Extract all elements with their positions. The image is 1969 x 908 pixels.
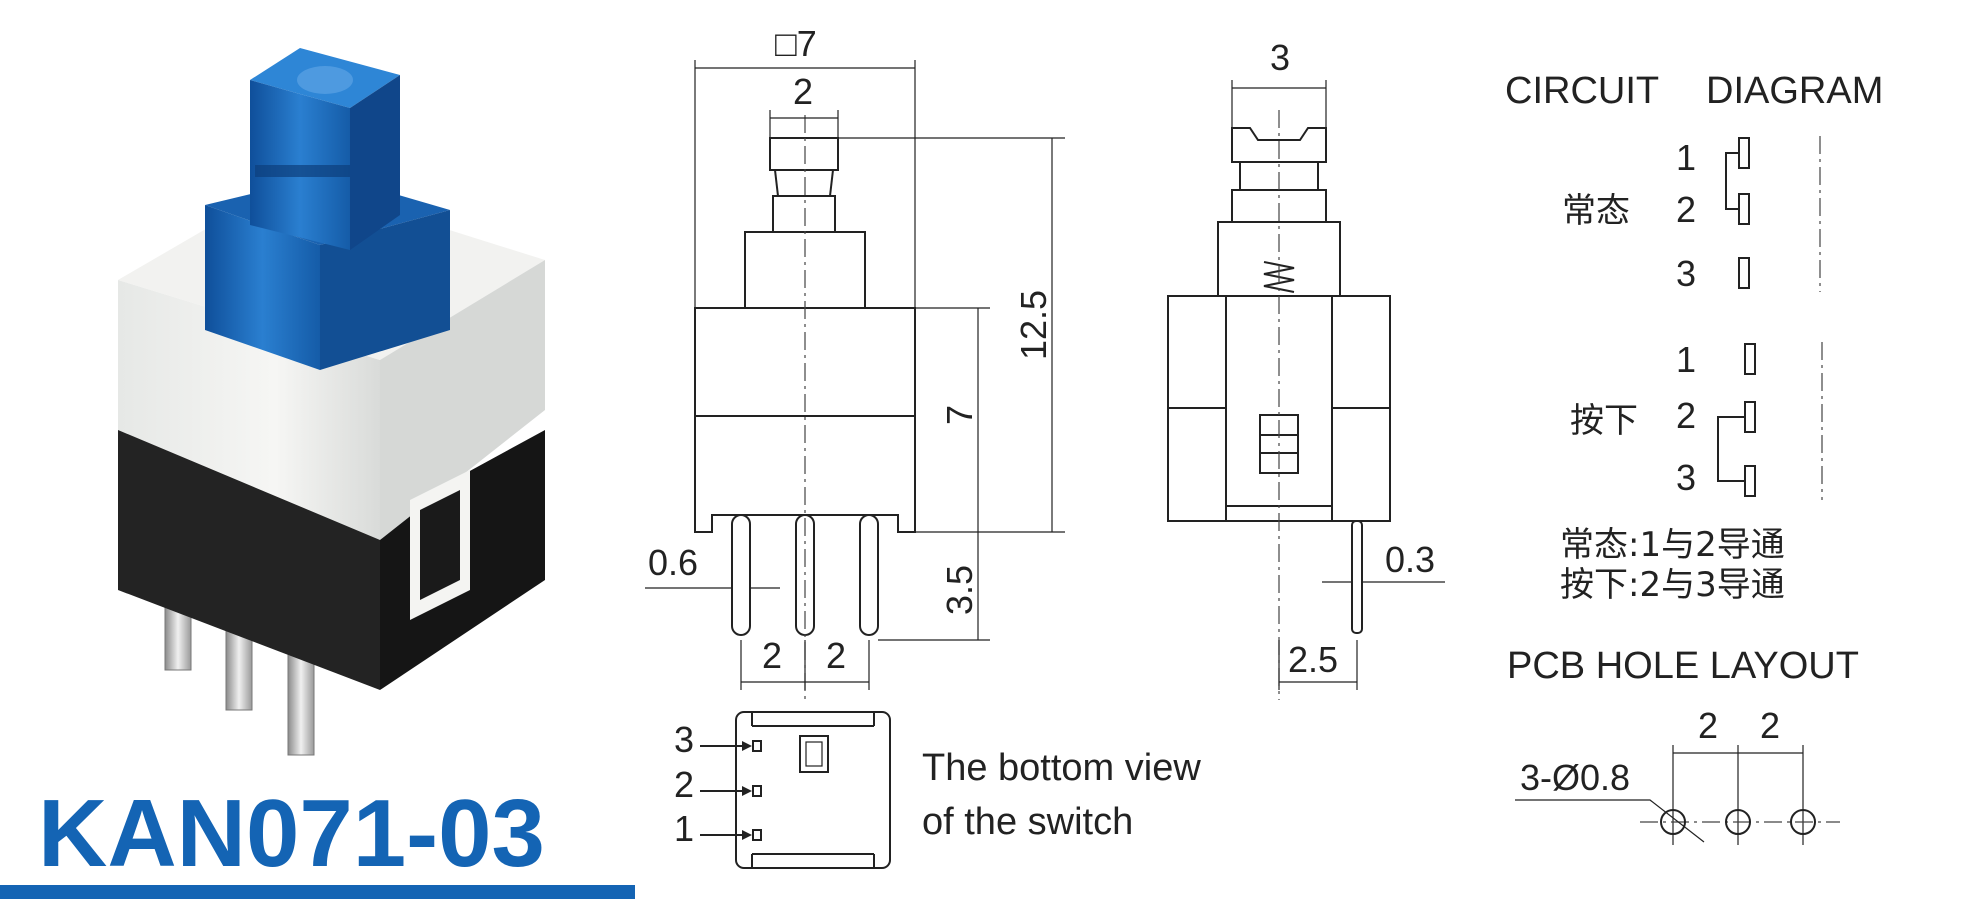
normal-pin-3: 3	[1676, 253, 1696, 294]
pcb-hole-spec: 3-Ø0.8	[1520, 757, 1630, 798]
model-title: KAN071-03	[38, 780, 545, 887]
dim-pitch-right: 2	[826, 635, 846, 676]
pressed-circuit-symbol	[1717, 342, 1823, 500]
dim-pitch-left: 2	[762, 635, 782, 676]
pressed-state-label: 按下	[1570, 401, 1638, 441]
normal-pin-2: 2	[1676, 189, 1696, 230]
front-view-drawing	[645, 60, 1065, 700]
side-view-drawing	[1167, 80, 1445, 700]
dim-pin-width: 0.6	[648, 542, 698, 583]
pressed-pin-1: 1	[1676, 339, 1696, 380]
normal-circuit-symbol	[1725, 136, 1821, 292]
dim-stem: 2	[793, 71, 813, 112]
dim-width: □7	[775, 23, 817, 64]
bottom-pin-3: 3	[674, 719, 694, 760]
dim-pin-thickness: 0.3	[1385, 539, 1435, 580]
normal-pin-1: 1	[1676, 137, 1696, 178]
note-pressed: 按下:2与3导通	[1560, 565, 1785, 605]
dim-top: 3	[1270, 37, 1290, 78]
pcb-title: PCB HOLE LAYOUT	[1507, 645, 1859, 687]
pressed-pin-3: 3	[1676, 457, 1696, 498]
bottom-view-drawing	[700, 711, 891, 869]
note-normal: 常态:1与2导通	[1560, 525, 1785, 565]
dim-body: 7	[939, 405, 980, 425]
product-photo	[118, 48, 545, 756]
pcb-holes-drawing	[1515, 745, 1840, 845]
circuit-title-1: CIRCUIT	[1505, 70, 1659, 112]
title-underline	[0, 885, 635, 899]
bottom-caption-1: The bottom view	[922, 747, 1201, 789]
bottom-pin-1: 1	[674, 808, 694, 849]
dim-pin-offset: 2.5	[1288, 639, 1338, 680]
pressed-pin-2: 2	[1676, 395, 1696, 436]
pcb-pitch-2: 2	[1760, 705, 1780, 746]
pcb-pitch-1: 2	[1698, 705, 1718, 746]
circuit-title-2: DIAGRAM	[1706, 70, 1883, 112]
dim-height-total: 12.5	[1013, 290, 1054, 360]
dim-pin-length: 3.5	[939, 565, 980, 615]
bottom-caption-2: of the switch	[922, 801, 1133, 843]
bottom-pin-2: 2	[674, 764, 694, 805]
normal-state-label: 常态	[1562, 191, 1630, 231]
